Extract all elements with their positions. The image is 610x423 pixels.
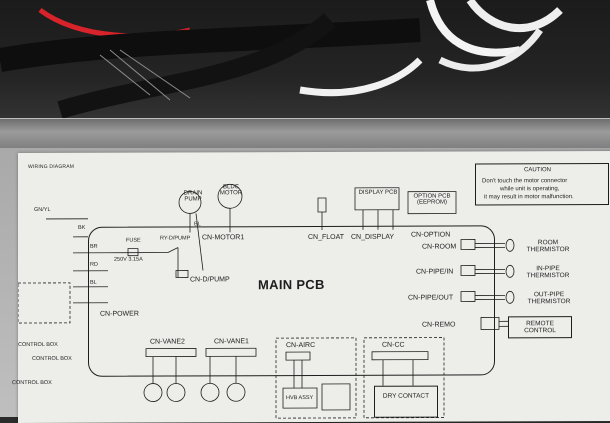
cn-airc: CN-AIRC bbox=[286, 342, 315, 349]
caution-box: CAUTION Don't touch the motor connector … bbox=[475, 163, 609, 205]
fuse-label: FUSE bbox=[126, 239, 141, 245]
bldc-motor-label: BLDC MOTOR bbox=[216, 184, 246, 196]
cn-pipe-out: CN-PIPE/OUT bbox=[408, 295, 453, 302]
remote-control-box: REMOTE CONTROL bbox=[508, 316, 572, 338]
fuse-rating: 250V 3.15A bbox=[114, 258, 143, 264]
cn-dpump: CN-D/PUMP bbox=[190, 276, 230, 283]
control-box-label-1: CONTROL BOX bbox=[18, 343, 58, 349]
cn-vane1: CN-VANE1 bbox=[214, 338, 249, 345]
dry-contact-label: DRY CONTACT bbox=[381, 393, 431, 400]
white-cable-1 bbox=[300, 60, 420, 93]
white-cable-3 bbox=[470, 0, 560, 28]
caution-title: CAUTION bbox=[524, 167, 551, 174]
hvb-assy-label: HVB ASSY bbox=[286, 396, 313, 402]
display-pcb-label: DISPLAY PCB bbox=[356, 190, 400, 196]
cn-room: CN-ROOM bbox=[422, 244, 456, 251]
cn-vane2: CN-VANE2 bbox=[150, 338, 185, 345]
caution-line-2: while unit is operating, bbox=[500, 186, 559, 193]
cn-motor1: CN-MOTOR1 bbox=[202, 234, 244, 241]
cn-display: CN_DISPLAY bbox=[351, 234, 394, 241]
wire-bk: BK bbox=[78, 226, 85, 232]
control-box-label-2: CONTROL BOX bbox=[32, 357, 72, 363]
wire-rd: RD bbox=[90, 263, 98, 269]
cn-option: CN-OPTION bbox=[411, 232, 450, 239]
wiring-diagram-title: WIRING DIAGRAM bbox=[28, 165, 74, 170]
remote-control-label: REMOTE CONTROL bbox=[511, 320, 569, 334]
option-pcb-label: OPTION PCB (EEPROM) bbox=[410, 194, 454, 206]
cn-power: CN-POWER bbox=[100, 311, 139, 318]
cn-pipe-in: CN-PIPE/IN bbox=[416, 269, 453, 276]
wire-gn-yl: GN/YL bbox=[34, 208, 51, 214]
out-pipe-thermistor-label: OUT-PIPE THERMISTOR bbox=[518, 291, 580, 305]
cn-float: CN_FLOAT bbox=[308, 234, 344, 241]
caution-line-3: it may result in motor malfunction. bbox=[484, 194, 574, 201]
dry-contact-box: DRY CONTACT bbox=[374, 386, 438, 418]
wire-br: BR bbox=[90, 245, 98, 251]
caution-line-1: Don't touch the motor connector bbox=[482, 178, 567, 185]
drain-pump-label: DRAIN PUMP bbox=[178, 190, 208, 202]
control-box-label-3: CONTROL BOX bbox=[12, 381, 52, 387]
main-pcb-label: MAIN PCB bbox=[258, 278, 325, 291]
wire-bl-2: BL bbox=[194, 222, 201, 228]
cn-cc: CN-CC bbox=[382, 342, 405, 349]
panel-edge bbox=[0, 118, 610, 151]
room-thermistor-label: ROOM THERMISTOR bbox=[518, 239, 578, 253]
relay-label: RY-D/PUMP bbox=[160, 236, 190, 242]
wire-bl: BL bbox=[90, 281, 97, 287]
black-conduit bbox=[0, 30, 420, 60]
cn-remo: CN-REMO bbox=[422, 322, 455, 329]
wiring-diagram-label: WIRING DIAGRAM CAUTION Don't touch the m… bbox=[18, 151, 610, 423]
in-pipe-thermistor-label: IN-PIPE THERMISTOR bbox=[518, 265, 578, 279]
